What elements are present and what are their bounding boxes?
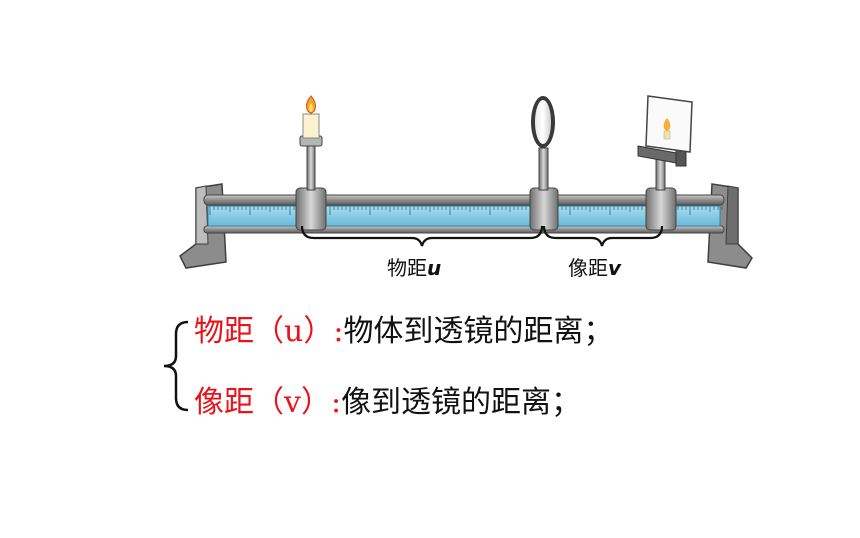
object-distance-label: 物距u (387, 252, 441, 281)
lens-slider (529, 187, 559, 231)
definition-term: 物距（u） (194, 314, 334, 349)
definition-brace (163, 320, 189, 412)
optical-bench-diagram (179, 95, 753, 269)
image-distance-label: 像距v (568, 252, 621, 281)
candle-icon (299, 95, 323, 191)
screen-slider (645, 187, 677, 231)
definition-separator: : (330, 385, 342, 420)
image-distance-brace (542, 225, 664, 247)
image-distance-symbol: v (608, 256, 622, 280)
screen-icon (637, 95, 693, 191)
image-distance-definition: 像距（v）:像到透镜的距离； (194, 377, 581, 421)
definition-text: 物体到透镜的距离； (343, 314, 614, 349)
image-distance-text: 像距 (568, 256, 608, 280)
definition-separator: : (333, 314, 344, 349)
convex-lens-icon (531, 96, 555, 191)
definition-text: 像到透镜的距离； (341, 385, 582, 420)
object-distance-brace (300, 225, 544, 247)
candle-slider (295, 187, 327, 231)
object-distance-symbol: u (427, 256, 442, 280)
bench-rail (203, 194, 725, 234)
ruler-scale (207, 205, 723, 227)
object-distance-text: 物距 (387, 256, 427, 280)
definition-term: 像距（v） (194, 385, 331, 420)
object-distance-definition: 物距（u）:物体到透镜的距离； (194, 306, 613, 350)
